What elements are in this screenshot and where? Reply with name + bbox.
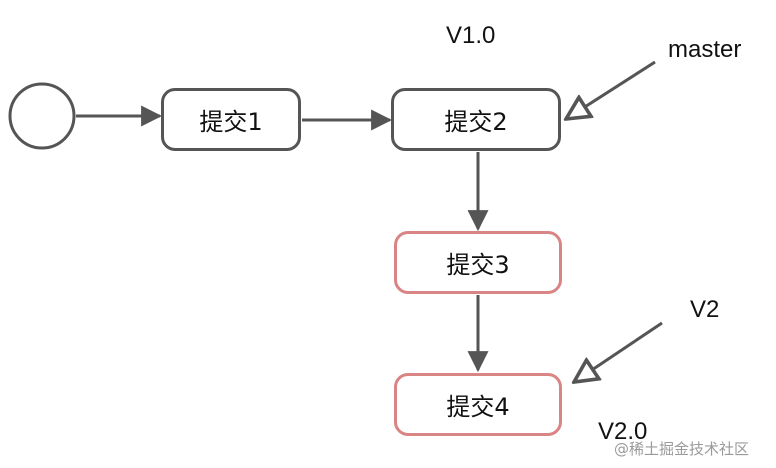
start-circle — [8, 82, 76, 150]
commit-node-2-label: 提交2 — [444, 108, 508, 136]
commit-node-4: 提交4 — [394, 373, 562, 436]
commit-node-3-label: 提交3 — [446, 251, 510, 279]
commit-node-2: 提交2 — [391, 88, 561, 151]
branch-v2-label: V2 — [690, 296, 720, 323]
tag-v20-label: V2.0 — [598, 418, 648, 445]
commit-node-1-label: 提交1 — [199, 108, 263, 136]
commit-node-1: 提交1 — [161, 88, 301, 151]
v2-pointer-arrow — [574, 321, 663, 382]
tag-v1-label: V1.0 — [446, 22, 496, 49]
watermark-text: @稀土掘金技术社区 — [614, 440, 750, 458]
commit-node-3: 提交3 — [394, 231, 562, 294]
master-branch-label: master — [668, 36, 742, 63]
commit-node-4-label: 提交4 — [446, 393, 510, 421]
master-pointer-arrow — [566, 60, 656, 119]
